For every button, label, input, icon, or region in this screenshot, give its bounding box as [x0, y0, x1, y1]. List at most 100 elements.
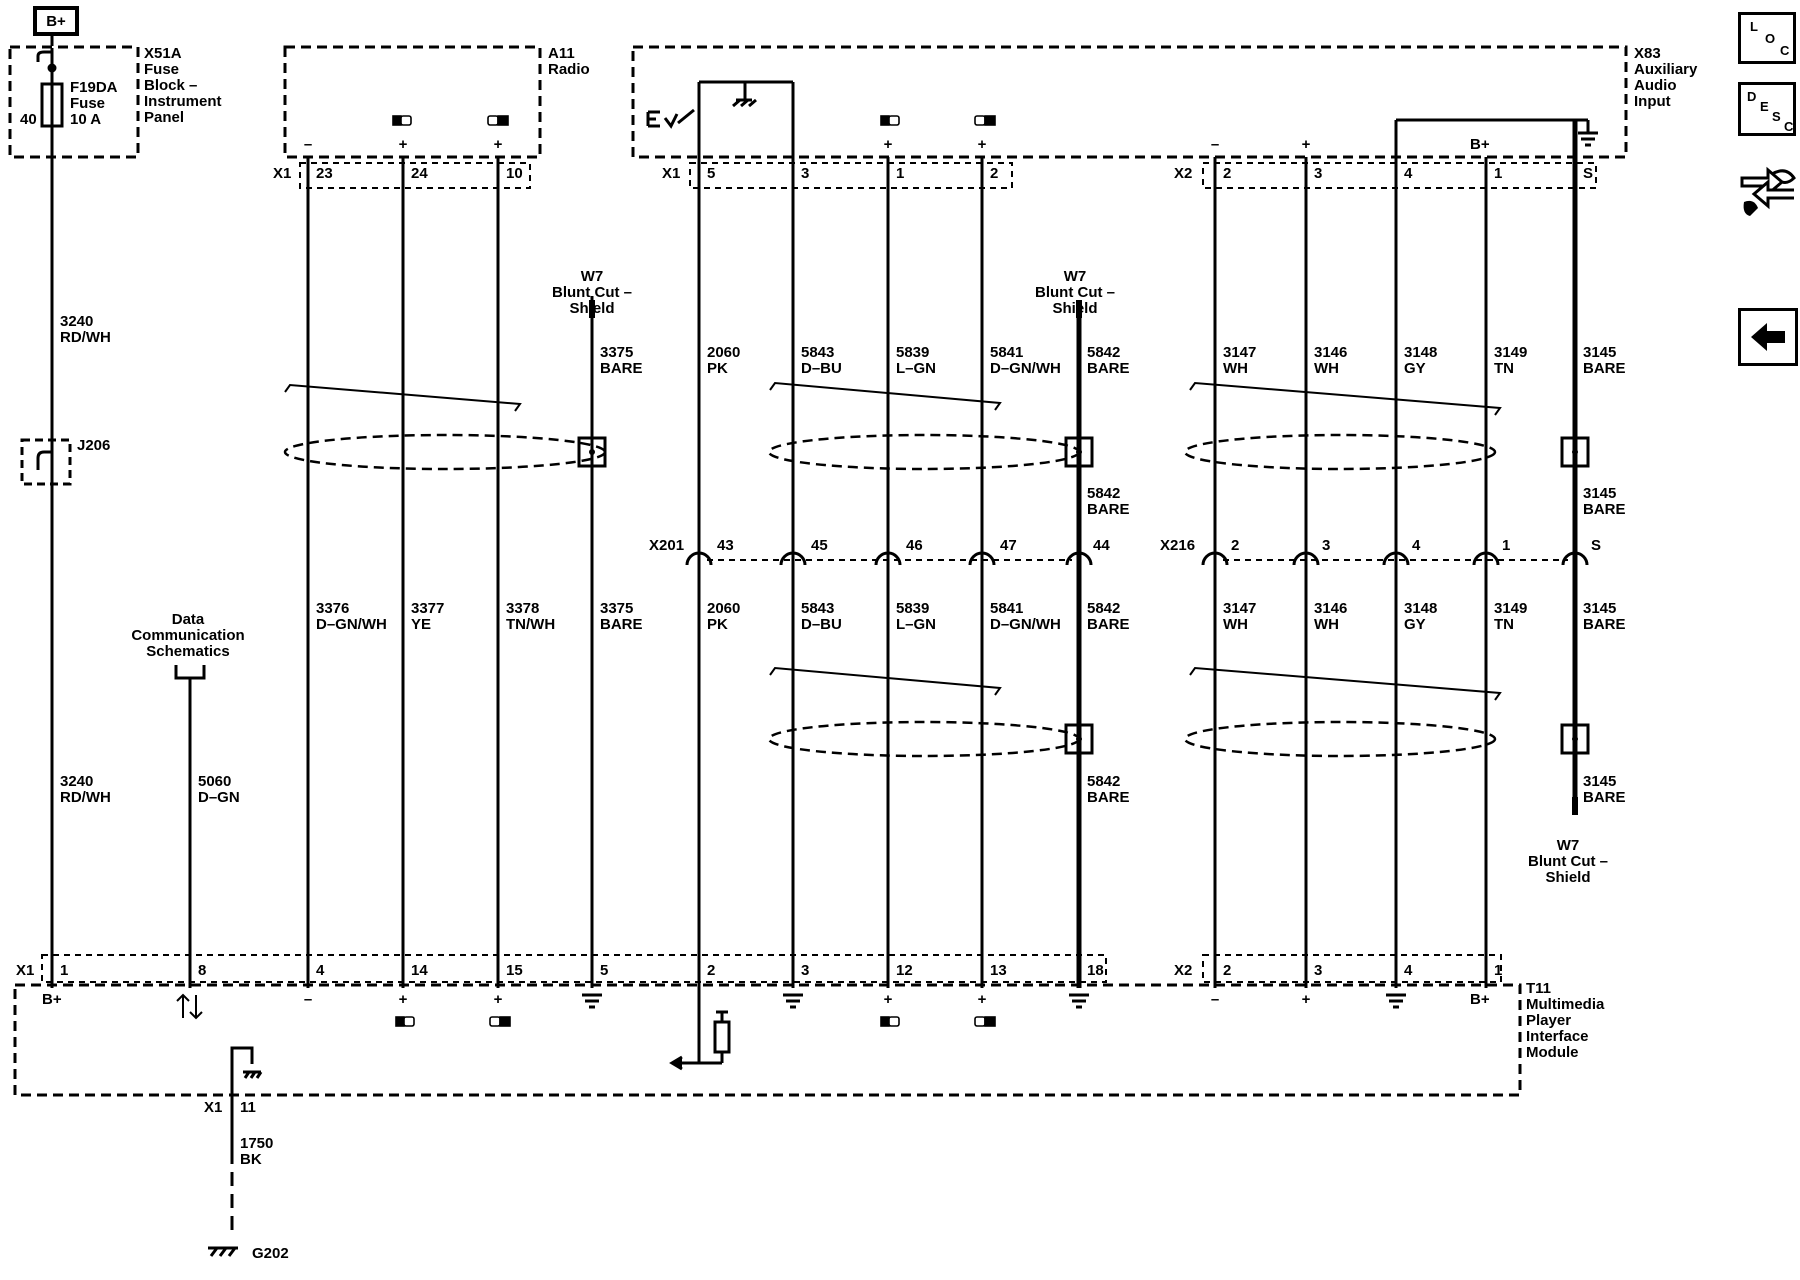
- module-ground-pin: 11: [240, 1099, 256, 1116]
- location-letter-c: C: [1780, 43, 1790, 58]
- svg-text:10 A: 10 A: [70, 111, 101, 128]
- w7-label-aux1: W7 Blunt Cut – Shield: [1035, 268, 1115, 317]
- radio-title: A11 Radio: [548, 45, 590, 78]
- svg-text:3145: 3145: [1583, 344, 1616, 361]
- description-letter-e: E: [1760, 99, 1769, 114]
- svg-text:D–BU: D–BU: [801, 360, 842, 377]
- svg-text:–: –: [304, 991, 312, 1008]
- svg-text:YE: YE: [411, 616, 431, 633]
- svg-text:5: 5: [707, 165, 715, 182]
- power-wire-label-top: 3240 RD/WH: [60, 313, 111, 346]
- svg-text:PK: PK: [707, 616, 728, 633]
- svg-text:+: +: [1302, 136, 1311, 153]
- svg-text:24: 24: [411, 165, 428, 182]
- svg-text:2: 2: [707, 962, 715, 979]
- svg-text:3: 3: [801, 962, 809, 979]
- svg-text:WH: WH: [1223, 360, 1248, 377]
- svg-text:BARE: BARE: [1087, 616, 1130, 633]
- svg-text:BARE: BARE: [1583, 360, 1626, 377]
- svg-text:3145: 3145: [1583, 773, 1616, 790]
- svg-text:4: 4: [1404, 962, 1413, 979]
- aux-pins-x2: 2 3 4 1 S: [1223, 165, 1593, 182]
- svg-text:5842: 5842: [1087, 485, 1120, 502]
- module-pin15-speaker-icon: [489, 1016, 511, 1027]
- aux-pin2-speaker-icon: [974, 115, 996, 126]
- svg-text:3378: 3378: [506, 600, 539, 617]
- chassis-ground-module: [230, 1046, 263, 1079]
- ground-g202-label: G202: [252, 1245, 289, 1262]
- svg-text:BARE: BARE: [1087, 360, 1130, 377]
- svg-text:X51A: X51A: [144, 45, 182, 62]
- svg-text:Shield: Shield: [569, 300, 614, 317]
- svg-text:Audio: Audio: [1634, 77, 1677, 94]
- svg-text:BARE: BARE: [600, 616, 643, 633]
- back-button[interactable]: [1738, 308, 1798, 366]
- radio-polarity: – + +: [304, 136, 503, 153]
- svg-text:BARE: BARE: [1087, 501, 1130, 518]
- svg-text:5839: 5839: [896, 600, 929, 617]
- aux-bplus-and-ground: [1396, 118, 1598, 147]
- svg-text:3: 3: [1322, 537, 1330, 554]
- svg-text:BARE: BARE: [1583, 789, 1626, 806]
- shield-ellipses: [283, 433, 1497, 758]
- svg-text:S: S: [1591, 537, 1601, 554]
- svg-text:Fuse: Fuse: [70, 95, 105, 112]
- svg-text:3147: 3147: [1223, 600, 1256, 617]
- svg-text:15: 15: [506, 962, 523, 979]
- polarity-icons: [392, 115, 996, 1027]
- aux-pin1-speaker-icon: [880, 115, 900, 126]
- module-x2-pins: 2 3 4 1: [1223, 962, 1502, 979]
- aux-input-box: [631, 45, 1628, 159]
- data-comm-label: Data Communication Schematics: [131, 611, 244, 660]
- description-letter-s: S: [1772, 109, 1781, 124]
- fuse-label: F19DA Fuse 10 A: [70, 79, 118, 128]
- svg-text:+: +: [399, 991, 408, 1008]
- module-connector-x1: X1: [16, 962, 34, 979]
- svg-text:3375: 3375: [600, 344, 633, 361]
- svg-text:1: 1: [1494, 962, 1502, 979]
- aux-title: X83 Auxiliary Audio Input: [1634, 45, 1698, 110]
- svg-text:3376: 3376: [316, 600, 349, 617]
- svg-text:RD/WH: RD/WH: [60, 789, 111, 806]
- inline-x201-pins: 43 45 46 47 44: [717, 537, 1110, 554]
- svg-text:3: 3: [801, 165, 809, 182]
- svg-text:T11: T11: [1526, 980, 1551, 997]
- svg-text:+: +: [494, 136, 503, 153]
- svg-text:–: –: [304, 136, 312, 153]
- svg-text:5060: 5060: [198, 773, 231, 790]
- ground-g202: [208, 1246, 238, 1257]
- svg-text:3146: 3146: [1314, 600, 1347, 617]
- svg-text:TN: TN: [1494, 616, 1514, 633]
- svg-text:BK: BK: [240, 1151, 262, 1168]
- svg-text:5843: 5843: [801, 344, 834, 361]
- power-source-box: [33, 6, 79, 36]
- svg-text:Interface: Interface: [1526, 1028, 1589, 1045]
- wires: [50, 34, 1578, 1238]
- svg-text:A11: A11: [548, 45, 575, 62]
- radio-box: [283, 45, 542, 159]
- svg-text:+: +: [1302, 991, 1311, 1008]
- svg-text:WH: WH: [1314, 616, 1339, 633]
- svg-text:Input: Input: [1634, 93, 1671, 110]
- svg-text:Fuse: Fuse: [144, 61, 179, 78]
- connector-repair-button[interactable]: [1738, 160, 1798, 222]
- svg-text:Instrument: Instrument: [144, 93, 222, 110]
- ground-wire-label: 1750 BK: [240, 1135, 273, 1168]
- description-letter-d: D: [1747, 89, 1757, 104]
- module-pin13-speaker-icon: [974, 1016, 996, 1027]
- svg-text:S: S: [1583, 165, 1593, 182]
- svg-text:+: +: [884, 136, 893, 153]
- svg-text:1750: 1750: [240, 1135, 273, 1152]
- svg-text:D–GN/WH: D–GN/WH: [990, 360, 1061, 377]
- svg-text:L–GN: L–GN: [896, 360, 936, 377]
- data-comm-bracket: [174, 665, 206, 680]
- description-button[interactable]: D E S C: [1738, 82, 1796, 136]
- svg-text:GY: GY: [1404, 616, 1426, 633]
- aux-polarity-x2: – +: [1211, 136, 1311, 153]
- svg-text:8: 8: [198, 962, 206, 979]
- svg-text:13: 13: [990, 962, 1007, 979]
- location-button[interactable]: L O C: [1738, 12, 1796, 64]
- module-x1-pins: 1 8 4 14 15 5 2 3 12 13 18: [60, 962, 1104, 979]
